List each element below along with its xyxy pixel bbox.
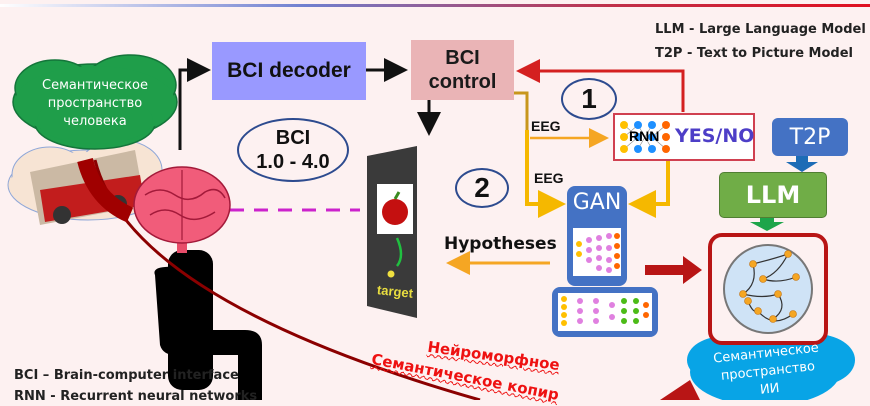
eeg-arrow-to-gan bbox=[525, 130, 566, 218]
llm-to-ai-arrow bbox=[750, 217, 784, 231]
hypotheses-label: Hypotheses bbox=[444, 234, 557, 254]
arrow-to-decoder bbox=[178, 58, 211, 150]
step-2-badge: 2 bbox=[455, 168, 509, 208]
rnn-arrow-to-gan bbox=[628, 158, 670, 218]
legend-rnn: RNN - Recurrent neural networks bbox=[14, 389, 258, 404]
stimulus-screen: target bbox=[367, 146, 419, 323]
feedback-arrow bbox=[516, 59, 685, 112]
cloud-line: Семантическое bbox=[42, 78, 148, 93]
control-label: BCI bbox=[445, 47, 480, 69]
eeg-label-2: EEG bbox=[534, 170, 564, 186]
curve-tail bbox=[77, 157, 134, 223]
yes-no-label: YES/NO bbox=[675, 125, 755, 147]
t2p-block: T2P bbox=[772, 118, 848, 156]
human-semantic-cloud bbox=[12, 54, 178, 150]
cloud-line: пространство bbox=[47, 96, 143, 111]
legend-bci: BCI – Brain-computer interface bbox=[14, 368, 239, 383]
top-gradient-divider bbox=[0, 4, 870, 7]
gan-block: GAN bbox=[567, 186, 627, 286]
generator-network-icon bbox=[573, 228, 621, 276]
brain-icon bbox=[133, 166, 231, 253]
control-label: control bbox=[428, 71, 497, 93]
discriminator-block bbox=[552, 287, 658, 337]
step-1-badge: 1 bbox=[561, 78, 617, 120]
ai-model-block bbox=[708, 233, 828, 345]
eeg-line bbox=[514, 91, 529, 130]
neural-network-icon bbox=[620, 121, 670, 153]
human-cloud-label: Семантическое пространство человека bbox=[25, 77, 165, 131]
knowledge-graph-icon bbox=[723, 244, 813, 334]
legend-llm: LLM - Large Language Model bbox=[655, 22, 866, 37]
discriminator-network-icon bbox=[558, 293, 652, 331]
gan-to-ai-arrow bbox=[645, 256, 702, 284]
gan-label: GAN bbox=[572, 190, 622, 215]
rnn-label: RNN bbox=[629, 128, 660, 144]
llm-block: LLM bbox=[719, 172, 827, 218]
t2p-to-llm-arrow bbox=[786, 156, 818, 172]
bci-version-label: BCI bbox=[275, 127, 311, 149]
legend-t2p: T2P - Text to Picture Model bbox=[655, 46, 854, 61]
eeg-label-1: EEG bbox=[531, 118, 561, 134]
bci-decoder-block: BCI decoder bbox=[212, 42, 366, 100]
ai-cloud-arrow bbox=[660, 380, 700, 400]
bci-version-range: 1.0 - 4.0 bbox=[256, 151, 330, 173]
rnn-classifier-block: RNN YES/NO bbox=[613, 113, 755, 161]
cloud-line: человека bbox=[63, 114, 127, 129]
screen-panel bbox=[367, 146, 417, 318]
